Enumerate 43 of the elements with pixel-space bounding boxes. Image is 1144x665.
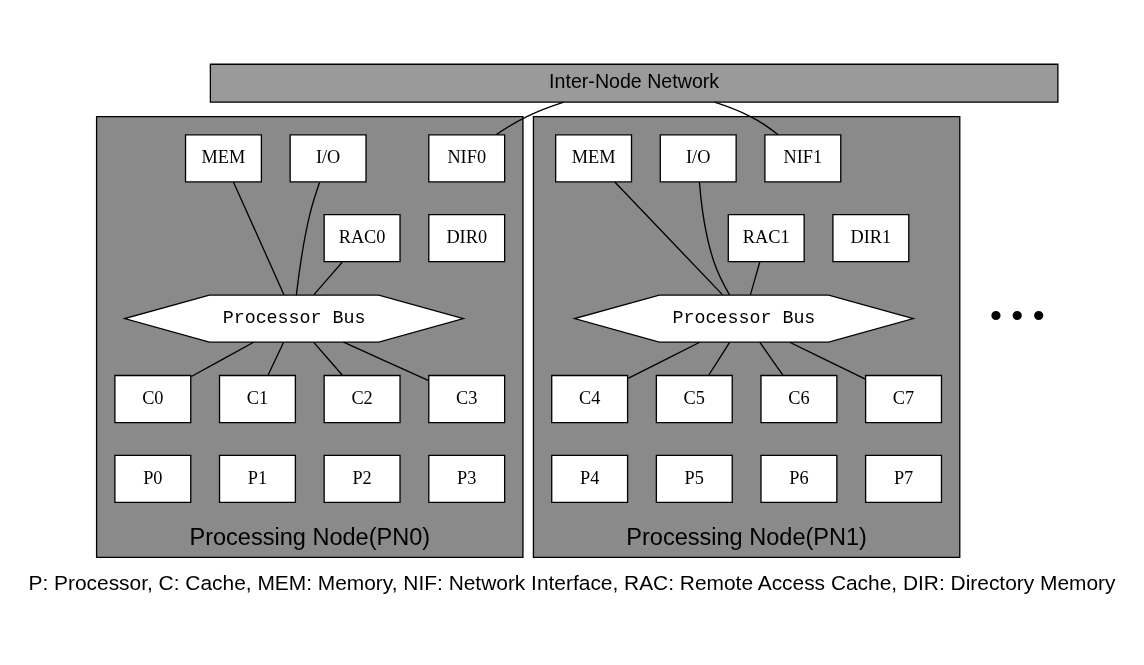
caption: P: Processor, C: Cache, MEM: Memory, NIF: Network Interface, RAC: Remote Access Cache, DIR: Directory Memory <box>28 570 1116 594</box>
connector <box>614 180 724 295</box>
node-box: NIF0 <box>428 133 506 183</box>
node-box: C4 <box>551 374 629 423</box>
connector <box>759 341 784 376</box>
node-box: I/O <box>289 133 367 183</box>
connector <box>342 341 430 381</box>
connector <box>313 260 344 295</box>
node-box: RAC1 <box>727 213 805 262</box>
node-box: MEM <box>184 133 263 183</box>
node-box: I/O <box>659 133 737 183</box>
node-box: C7 <box>864 374 943 423</box>
connector <box>313 341 343 376</box>
connector <box>190 341 255 377</box>
node-box: RAC0 <box>323 213 401 262</box>
node-box: C0 <box>114 374 192 423</box>
connector <box>267 341 285 376</box>
node-box: P3 <box>428 454 506 503</box>
node-box: Inter-Node Network <box>209 63 1059 103</box>
node-box: C2 <box>323 374 401 423</box>
node-box: P4 <box>551 454 629 503</box>
node-box: P7 <box>864 454 943 503</box>
node-box: C3 <box>428 374 506 423</box>
node-box: P0 <box>114 454 192 503</box>
node-box: NIF1 <box>764 133 842 183</box>
connector <box>295 181 321 296</box>
connector <box>698 180 731 295</box>
connector <box>626 341 701 379</box>
node-box: DIR1 <box>832 213 910 262</box>
connector <box>789 341 866 380</box>
node-box: P2 <box>323 454 401 503</box>
connector <box>708 341 731 376</box>
label: • • • <box>990 295 1045 334</box>
node-box: C5 <box>655 374 733 423</box>
node-box: P5 <box>655 454 733 503</box>
connector <box>232 180 285 295</box>
node-box: DIR0 <box>428 213 506 262</box>
node-box: C6 <box>760 374 838 423</box>
node-box: P1 <box>218 454 297 503</box>
node-box: MEM <box>555 133 633 183</box>
node-box: P6 <box>760 454 838 503</box>
node-box: C1 <box>218 374 297 423</box>
connector <box>749 260 761 295</box>
